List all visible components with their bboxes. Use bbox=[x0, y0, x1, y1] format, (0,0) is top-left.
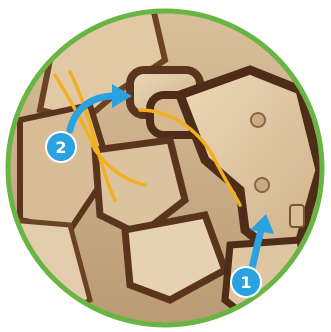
step-2-number: 2 bbox=[55, 138, 66, 157]
step-1-number: 1 bbox=[240, 273, 251, 292]
